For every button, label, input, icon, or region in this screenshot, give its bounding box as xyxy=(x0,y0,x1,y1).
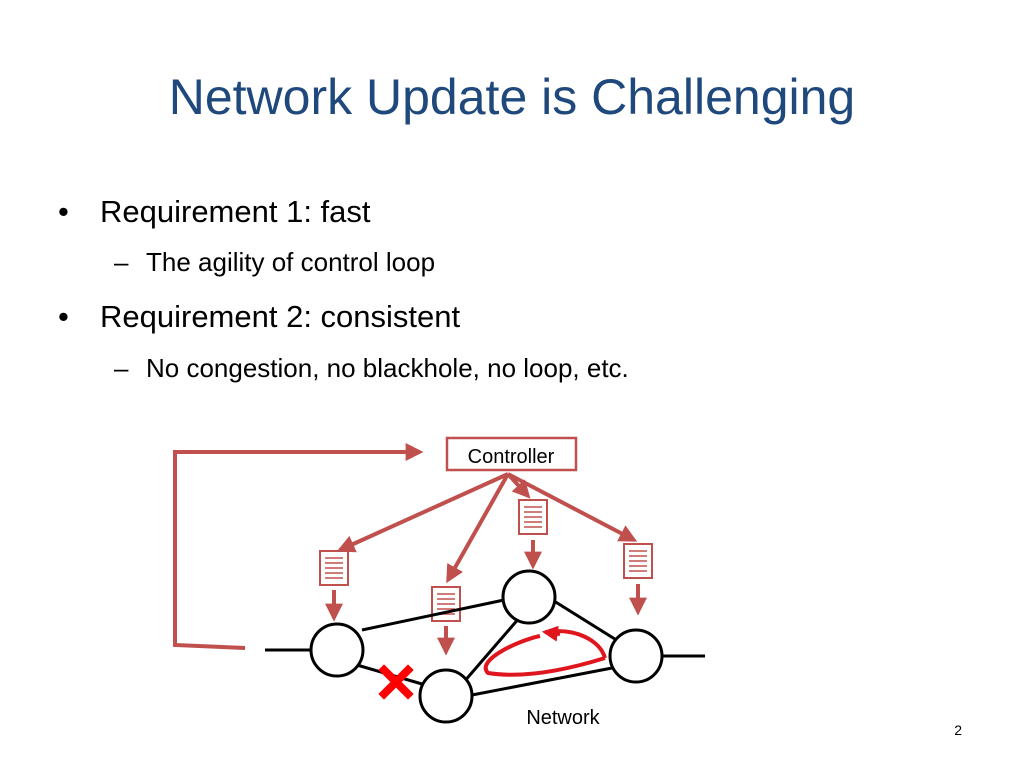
document-icon xyxy=(319,550,349,586)
bullet-mark: • xyxy=(58,299,69,334)
bullet-requirement-1: • Requirement 1: fast xyxy=(58,192,371,232)
network-label: Network xyxy=(526,707,600,729)
failure-x-icon xyxy=(378,664,414,700)
bullet-text: Requirement 1: fast xyxy=(100,194,371,229)
sub-bullet-text: No congestion, no blackhole, no loop, et… xyxy=(146,353,629,383)
control-loop-arrow xyxy=(173,443,424,650)
bullet-text: Requirement 2: consistent xyxy=(100,299,461,334)
network-switches xyxy=(309,569,664,724)
controller-label: Controller xyxy=(468,446,555,468)
controller-arrow-mid-left xyxy=(446,473,510,584)
switch-node xyxy=(501,569,557,625)
bullet-mark: • xyxy=(58,194,69,229)
page-number: 2 xyxy=(954,722,962,738)
network-links xyxy=(265,598,705,697)
sub-bullet-mark: – xyxy=(114,353,129,383)
sub-bullet-agility: –The agility of control loop xyxy=(114,245,435,279)
rule-install-arrows xyxy=(325,540,647,656)
sub-bullet-mark: – xyxy=(114,247,129,277)
bullet-list: •Requirement 1: fast –The agility of con… xyxy=(58,192,629,385)
controller-box: Controller xyxy=(445,436,578,472)
controller-arrow-left xyxy=(336,472,509,553)
switch-node xyxy=(418,668,474,724)
switch-node xyxy=(608,628,664,684)
bullet-requirement-2: • Requirement 2: consistent xyxy=(58,297,460,337)
slide-title: Network Update is Challenging xyxy=(168,69,856,125)
sub-bullet-consistency: –No congestion, no blackhole, no loop, e… xyxy=(114,351,629,385)
switch-node xyxy=(309,622,365,678)
document-icon xyxy=(431,586,461,622)
document-icon xyxy=(623,543,653,579)
controller-arrow-right xyxy=(507,472,638,542)
controller-arrows xyxy=(336,472,638,584)
document-icon xyxy=(518,499,548,535)
sub-bullet-text: The agility of control loop xyxy=(146,247,436,277)
